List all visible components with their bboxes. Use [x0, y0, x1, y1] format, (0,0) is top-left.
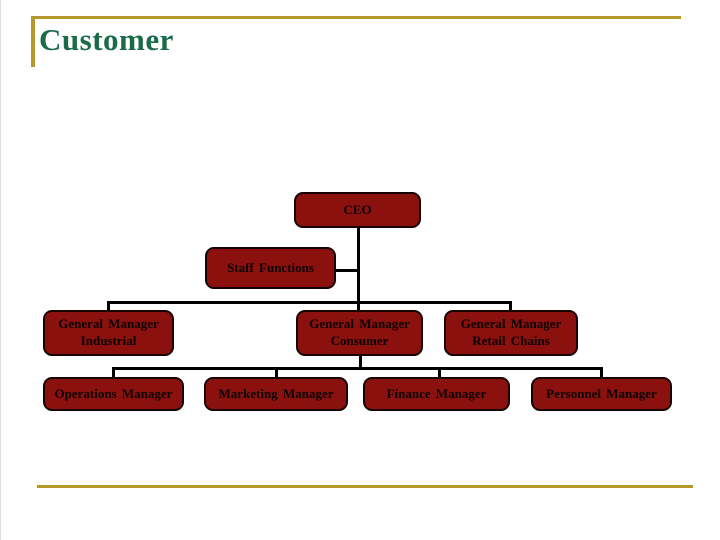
- slide-title: Customer: [39, 22, 174, 57]
- connector-ceo-drop: [357, 228, 360, 310]
- connector-tick-gm-industrial: [107, 301, 110, 310]
- connector-tick-personnel: [600, 367, 603, 377]
- org-node-operations-manager-label: Operations Manager: [54, 385, 173, 401]
- connector-tick-gm-retail-chains: [509, 301, 512, 310]
- org-node-finance-manager: Finance Manager: [363, 377, 510, 411]
- org-node-ceo: CEO: [294, 192, 421, 228]
- org-node-gm-retail-chains: General Manager Retail Chains: [444, 310, 578, 356]
- org-node-gm-consumer: General Manager Consumer: [296, 310, 423, 356]
- org-node-gm-industrial-line1: General Manager: [58, 316, 159, 332]
- org-node-staff-functions-label: Staff Functions: [227, 259, 314, 275]
- org-node-staff-functions: Staff Functions: [205, 247, 336, 289]
- title-left-bar: [31, 16, 35, 67]
- connector-gm-row-horizontal: [107, 301, 512, 304]
- org-node-gm-industrial: General Manager Industrial: [43, 310, 174, 356]
- connector-manager-row-horizontal: [112, 367, 603, 370]
- org-node-ceo-label: CEO: [343, 201, 372, 217]
- connector-tick-finance: [438, 367, 441, 377]
- org-node-marketing-manager: Marketing Manager: [204, 377, 348, 411]
- connector-tick-operations: [112, 367, 115, 377]
- connector-tick-marketing: [275, 367, 278, 377]
- org-node-personnel-manager: Personnel Manager: [531, 377, 672, 411]
- org-node-personnel-manager-label: Personnel Manager: [546, 385, 657, 401]
- connector-staff-functions-stub: [336, 269, 358, 272]
- title-top-rule: [31, 16, 681, 19]
- org-node-gm-industrial-line2: Industrial: [80, 333, 137, 348]
- org-node-gm-consumer-line1: General Manager: [309, 316, 410, 332]
- org-node-gm-consumer-line2: Consumer: [330, 333, 389, 348]
- org-node-marketing-manager-label: Marketing Manager: [218, 385, 334, 401]
- org-node-operations-manager: Operations Manager: [43, 377, 184, 411]
- connector-consumer-drop: [359, 356, 362, 368]
- org-node-gm-retail-chains-line2: Retail Chains: [472, 333, 550, 348]
- org-node-finance-manager-label: Finance Manager: [386, 385, 487, 401]
- footer-rule: [37, 485, 693, 488]
- org-node-gm-retail-chains-line1: General Manager: [460, 316, 562, 332]
